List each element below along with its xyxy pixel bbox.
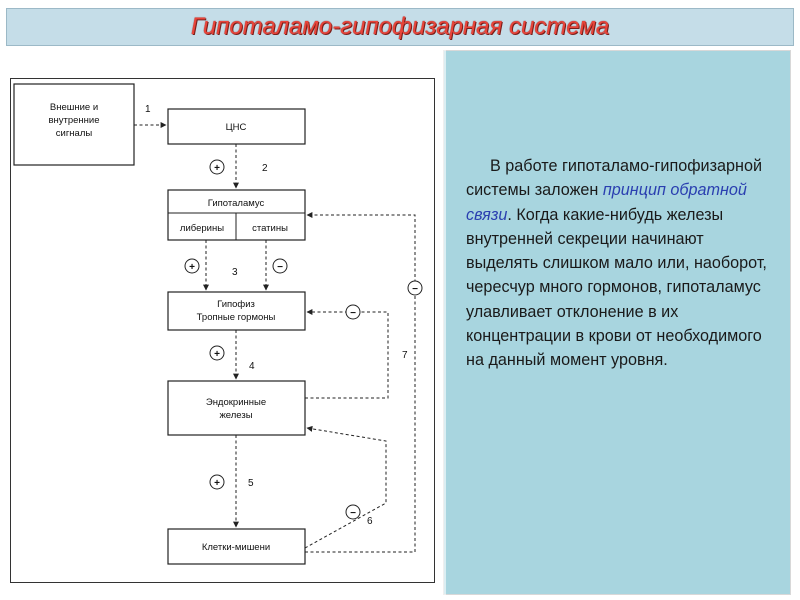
diagram-svg: Внешние и внутренние сигналы ЦНС Гипотал… xyxy=(10,78,435,583)
target-cells-box: Клетки-мишени xyxy=(167,528,306,565)
explanation-panel: В работе гипоталамо-гипофизарной системы… xyxy=(443,50,791,595)
svg-text:−: − xyxy=(412,284,418,295)
plus-sign-4: + xyxy=(209,345,225,361)
svg-text:−: − xyxy=(277,262,283,273)
plus-sign-3: + xyxy=(184,258,200,274)
slide-title: Гипоталамо-гипофизарная система xyxy=(190,13,610,40)
external-signals-line-3: сигналы xyxy=(56,128,93,139)
external-signals-line-2: внутренние xyxy=(48,115,99,126)
arrow-7-feedback xyxy=(305,212,416,553)
explanation-text-end: . Когда какие-нибудь железы внутренней с… xyxy=(466,205,767,370)
svg-text:−: − xyxy=(350,508,356,519)
target-cells-label: Клетки-мишени xyxy=(202,542,270,553)
feedback-endocrine-to-pituitary xyxy=(305,309,389,399)
svg-text:+: + xyxy=(214,349,220,360)
statins-label: статины xyxy=(252,223,288,234)
pituitary-line-1: Гипофиз xyxy=(217,299,255,310)
pituitary-box: Гипофиз Тропные гормоны xyxy=(167,291,306,331)
minus-sign-statins: − xyxy=(272,258,288,274)
svg-text:+: + xyxy=(189,262,195,273)
panel-edge xyxy=(443,50,446,595)
step-number-4: 4 xyxy=(249,361,255,372)
svg-text:+: + xyxy=(214,478,220,489)
step-number-6: 6 xyxy=(367,516,373,527)
minus-sign-7: − xyxy=(407,280,423,296)
title-bar: Гипоталамо-гипофизарная система xyxy=(6,8,794,46)
step-number-3: 3 xyxy=(232,267,238,278)
external-signals-line-1: Внешние и xyxy=(50,102,98,113)
liberins-label: либерины xyxy=(180,223,224,234)
svg-text:+: + xyxy=(214,163,220,174)
hypothalamus-box: Гипоталамус либерины статины xyxy=(167,189,306,241)
step-number-1: 1 xyxy=(145,104,151,115)
step-number-5: 5 xyxy=(248,478,254,489)
external-signals-box: Внешние и внутренние сигналы xyxy=(13,83,135,166)
step-number-7: 7 xyxy=(402,350,408,361)
diagram-frame xyxy=(10,78,435,583)
minus-sign-pituitary-feedback: − xyxy=(345,304,361,320)
pituitary-line-2: Тропные гормоны xyxy=(197,312,276,323)
hypothalamus-label: Гипоталамус xyxy=(208,198,265,209)
step-number-2: 2 xyxy=(262,163,268,174)
feedback-diagram: Внешние и внутренние сигналы ЦНС Гипотал… xyxy=(10,78,435,583)
endocrine-glands-line-1: Эндокринные xyxy=(206,397,266,408)
arrow-6-feedback xyxy=(304,425,387,549)
feedback-principle-highlight: принцип обратной связи xyxy=(466,181,747,224)
endocrine-glands-line-2: железы xyxy=(219,410,252,421)
plus-sign-2: + xyxy=(209,159,225,175)
endocrine-glands-box: Эндокринные железы xyxy=(167,380,306,436)
explanation-text-start: В работе гипоталамо-гипофизарной системы… xyxy=(466,157,763,200)
explanation-text: В работе гипоталамо-гипофизарной системы… xyxy=(466,154,776,373)
plus-sign-5: + xyxy=(209,474,225,490)
minus-sign-6: − xyxy=(345,504,361,520)
cns-label: ЦНС xyxy=(226,122,247,133)
svg-text:−: − xyxy=(350,308,356,319)
cns-box: ЦНС xyxy=(167,108,306,145)
